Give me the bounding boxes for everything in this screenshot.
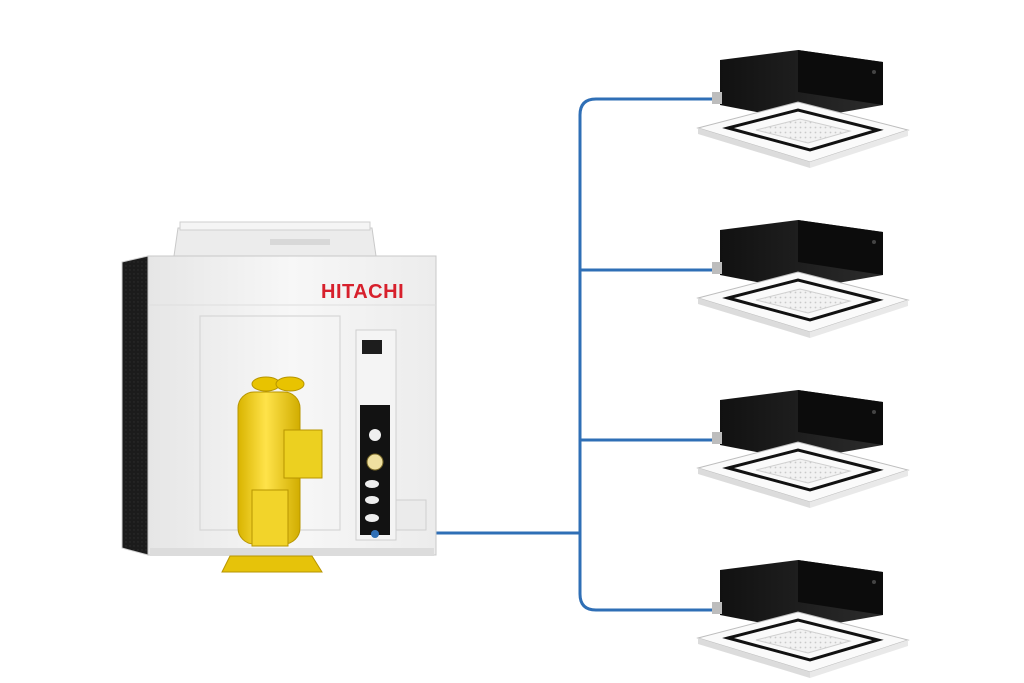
scroll-compressor-icon [221, 376, 323, 573]
ceiling-cassette-icon [696, 50, 910, 168]
brand-logo: HITACHI [321, 281, 404, 303]
ceiling-cassette-icon [696, 560, 910, 678]
ceiling-cassette-icon [696, 220, 910, 338]
ceiling-cassette-icon [696, 390, 910, 508]
refrigerant-piping [374, 97, 716, 612]
